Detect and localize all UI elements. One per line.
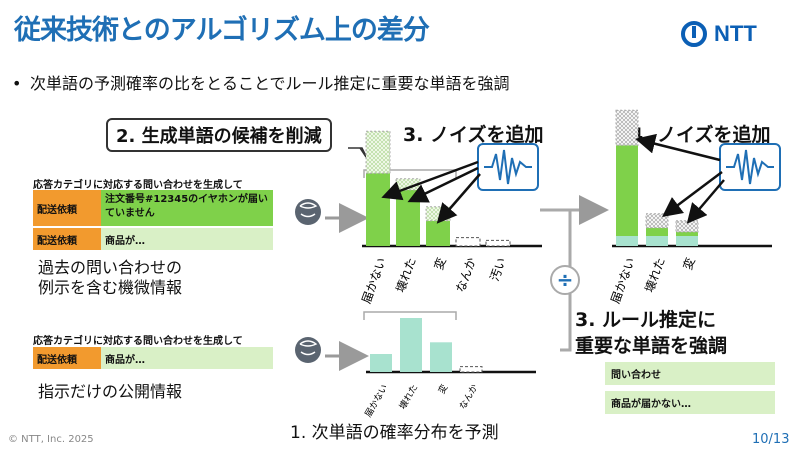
bottom-prompt-row: 配送依頼 商品が… bbox=[33, 347, 273, 369]
ntt-logo-icon bbox=[681, 21, 707, 47]
chart-bar bbox=[485, 239, 511, 247]
chart-bar-teal bbox=[616, 236, 638, 246]
noise-label-1: 3. ノイズを追加 bbox=[403, 124, 544, 146]
chart-tick-label: 届かない bbox=[363, 383, 391, 420]
rule-label-line1: 3. ルール推定に bbox=[575, 309, 717, 331]
page-number: 10/13 bbox=[752, 432, 790, 447]
charts-group: 届かない壊れた変なんか汚い届かない壊れた変なんか届かない壊れた変 bbox=[359, 109, 772, 420]
bullet-label: 次単語の予測確率の比をとることでルール推定に重要な単語を強調 bbox=[30, 74, 510, 93]
chart-tick-label: 届かない bbox=[359, 256, 389, 306]
top-prompt-box: 配送依頼 注文番号#12345のイヤホンが届いていません 配送依頼 商品が… bbox=[33, 190, 273, 252]
chart-bar bbox=[370, 354, 392, 372]
slide-title: 従来技術とのアルゴリズム上の差分 bbox=[14, 15, 430, 46]
chart-tick-label: 壊れた bbox=[393, 256, 418, 295]
top-row1-tag: 配送依頼 bbox=[33, 190, 101, 226]
chart-bar bbox=[400, 318, 422, 372]
chart-tick-label: なんか bbox=[457, 383, 480, 412]
chart-tick-label: 変 bbox=[435, 382, 450, 396]
noise-arrow bbox=[436, 173, 481, 224]
result-box: 問い合わせ 商品が届かない… bbox=[605, 362, 775, 414]
divide-circle bbox=[550, 265, 580, 295]
chart-bar bbox=[459, 366, 483, 373]
chart-tick-label: 壊れた bbox=[642, 256, 667, 295]
chart-bar bbox=[616, 145, 638, 236]
bottom-row-tag: 配送依頼 bbox=[33, 347, 101, 369]
chart-bar bbox=[455, 237, 481, 247]
chart-bar bbox=[366, 173, 390, 246]
bottom-row-text: 商品が… bbox=[101, 347, 273, 369]
top-caption: 過去の問い合わせの 例示を含む機微情報 bbox=[38, 258, 182, 298]
chart-bar bbox=[676, 232, 698, 236]
chart-tick-label: 変 bbox=[431, 255, 449, 271]
chart-tick-label: 届かない bbox=[608, 256, 638, 306]
ntt-logo: NTT bbox=[680, 20, 757, 48]
reduce-callout: 2. 生成単語の候補を削減 bbox=[106, 118, 332, 152]
logo-text: NTT bbox=[714, 21, 757, 46]
noise-label-2: 4. ノイズを追加 bbox=[630, 124, 771, 146]
top-prompt-header: 応答カテゴリに対応する問い合わせを生成して bbox=[33, 180, 243, 191]
top-row2-text: 商品が… bbox=[101, 228, 273, 250]
callout-pointer bbox=[348, 147, 369, 161]
noise-arrow bbox=[381, 160, 479, 201]
top-caption-line1: 過去の問い合わせの bbox=[38, 258, 183, 277]
top-prompt-row-2: 配送依頼 商品が… bbox=[33, 228, 273, 250]
noise-arrow bbox=[635, 133, 721, 162]
chart-tick-label: なんか bbox=[453, 256, 478, 295]
bottom-caption: 指示だけの公開情報 bbox=[38, 382, 183, 401]
top-bracket bbox=[363, 169, 457, 178]
bottom-prompt-header: 応答カテゴリに対応する問い合わせを生成して bbox=[33, 336, 243, 347]
brain-icon bbox=[295, 199, 321, 225]
noise-arrow bbox=[662, 171, 723, 217]
bullet-text: •次単語の予測確率の比をとることでルール推定に重要な単語を強調 bbox=[12, 74, 510, 93]
rule-label: 3. ルール推定に 重要な単語を強調 bbox=[575, 307, 727, 359]
top-row1-text: 注文番号#12345のイヤホンが届いていません bbox=[101, 190, 273, 226]
footer: © NTT, Inc. 2025 bbox=[8, 434, 94, 445]
top-caption-line2: 例示を含む機微情報 bbox=[38, 278, 183, 297]
noise-bar bbox=[675, 220, 699, 233]
chart-bar bbox=[426, 220, 450, 246]
noise-arrow bbox=[407, 166, 479, 203]
noise-bar bbox=[645, 213, 669, 229]
top-prompt-row-1: 配送依頼 注文番号#12345のイヤホンが届いていません bbox=[33, 190, 273, 228]
divide-symbol: ÷ bbox=[557, 268, 574, 292]
chart-bar-teal bbox=[676, 236, 698, 246]
predict-label: 1. 次単語の確率分布を予測 bbox=[290, 423, 499, 443]
chart-tick-label: 変 bbox=[680, 255, 698, 271]
noise-wave-icon bbox=[477, 143, 539, 191]
noise-bar bbox=[615, 109, 639, 146]
noise-arrow bbox=[686, 179, 725, 224]
result-row-2: 商品が届かない… bbox=[605, 391, 775, 414]
rule-label-line2: 重要な単語を強調 bbox=[575, 335, 728, 357]
merge-line bbox=[560, 210, 572, 352]
brain-icon bbox=[295, 337, 321, 363]
chart-bar bbox=[430, 342, 452, 372]
chart-bar-teal bbox=[646, 236, 668, 246]
result-row-1: 問い合わせ bbox=[605, 362, 775, 385]
chart-bar bbox=[646, 227, 668, 236]
noise-wave-icon bbox=[719, 143, 781, 191]
noise-bar bbox=[365, 130, 391, 174]
bottom-bracket bbox=[363, 311, 457, 320]
chart-tick-label: 壊れた bbox=[396, 382, 420, 411]
chart-tick-label: 汚い bbox=[487, 256, 508, 283]
top-row2-tag: 配送依頼 bbox=[33, 228, 101, 250]
